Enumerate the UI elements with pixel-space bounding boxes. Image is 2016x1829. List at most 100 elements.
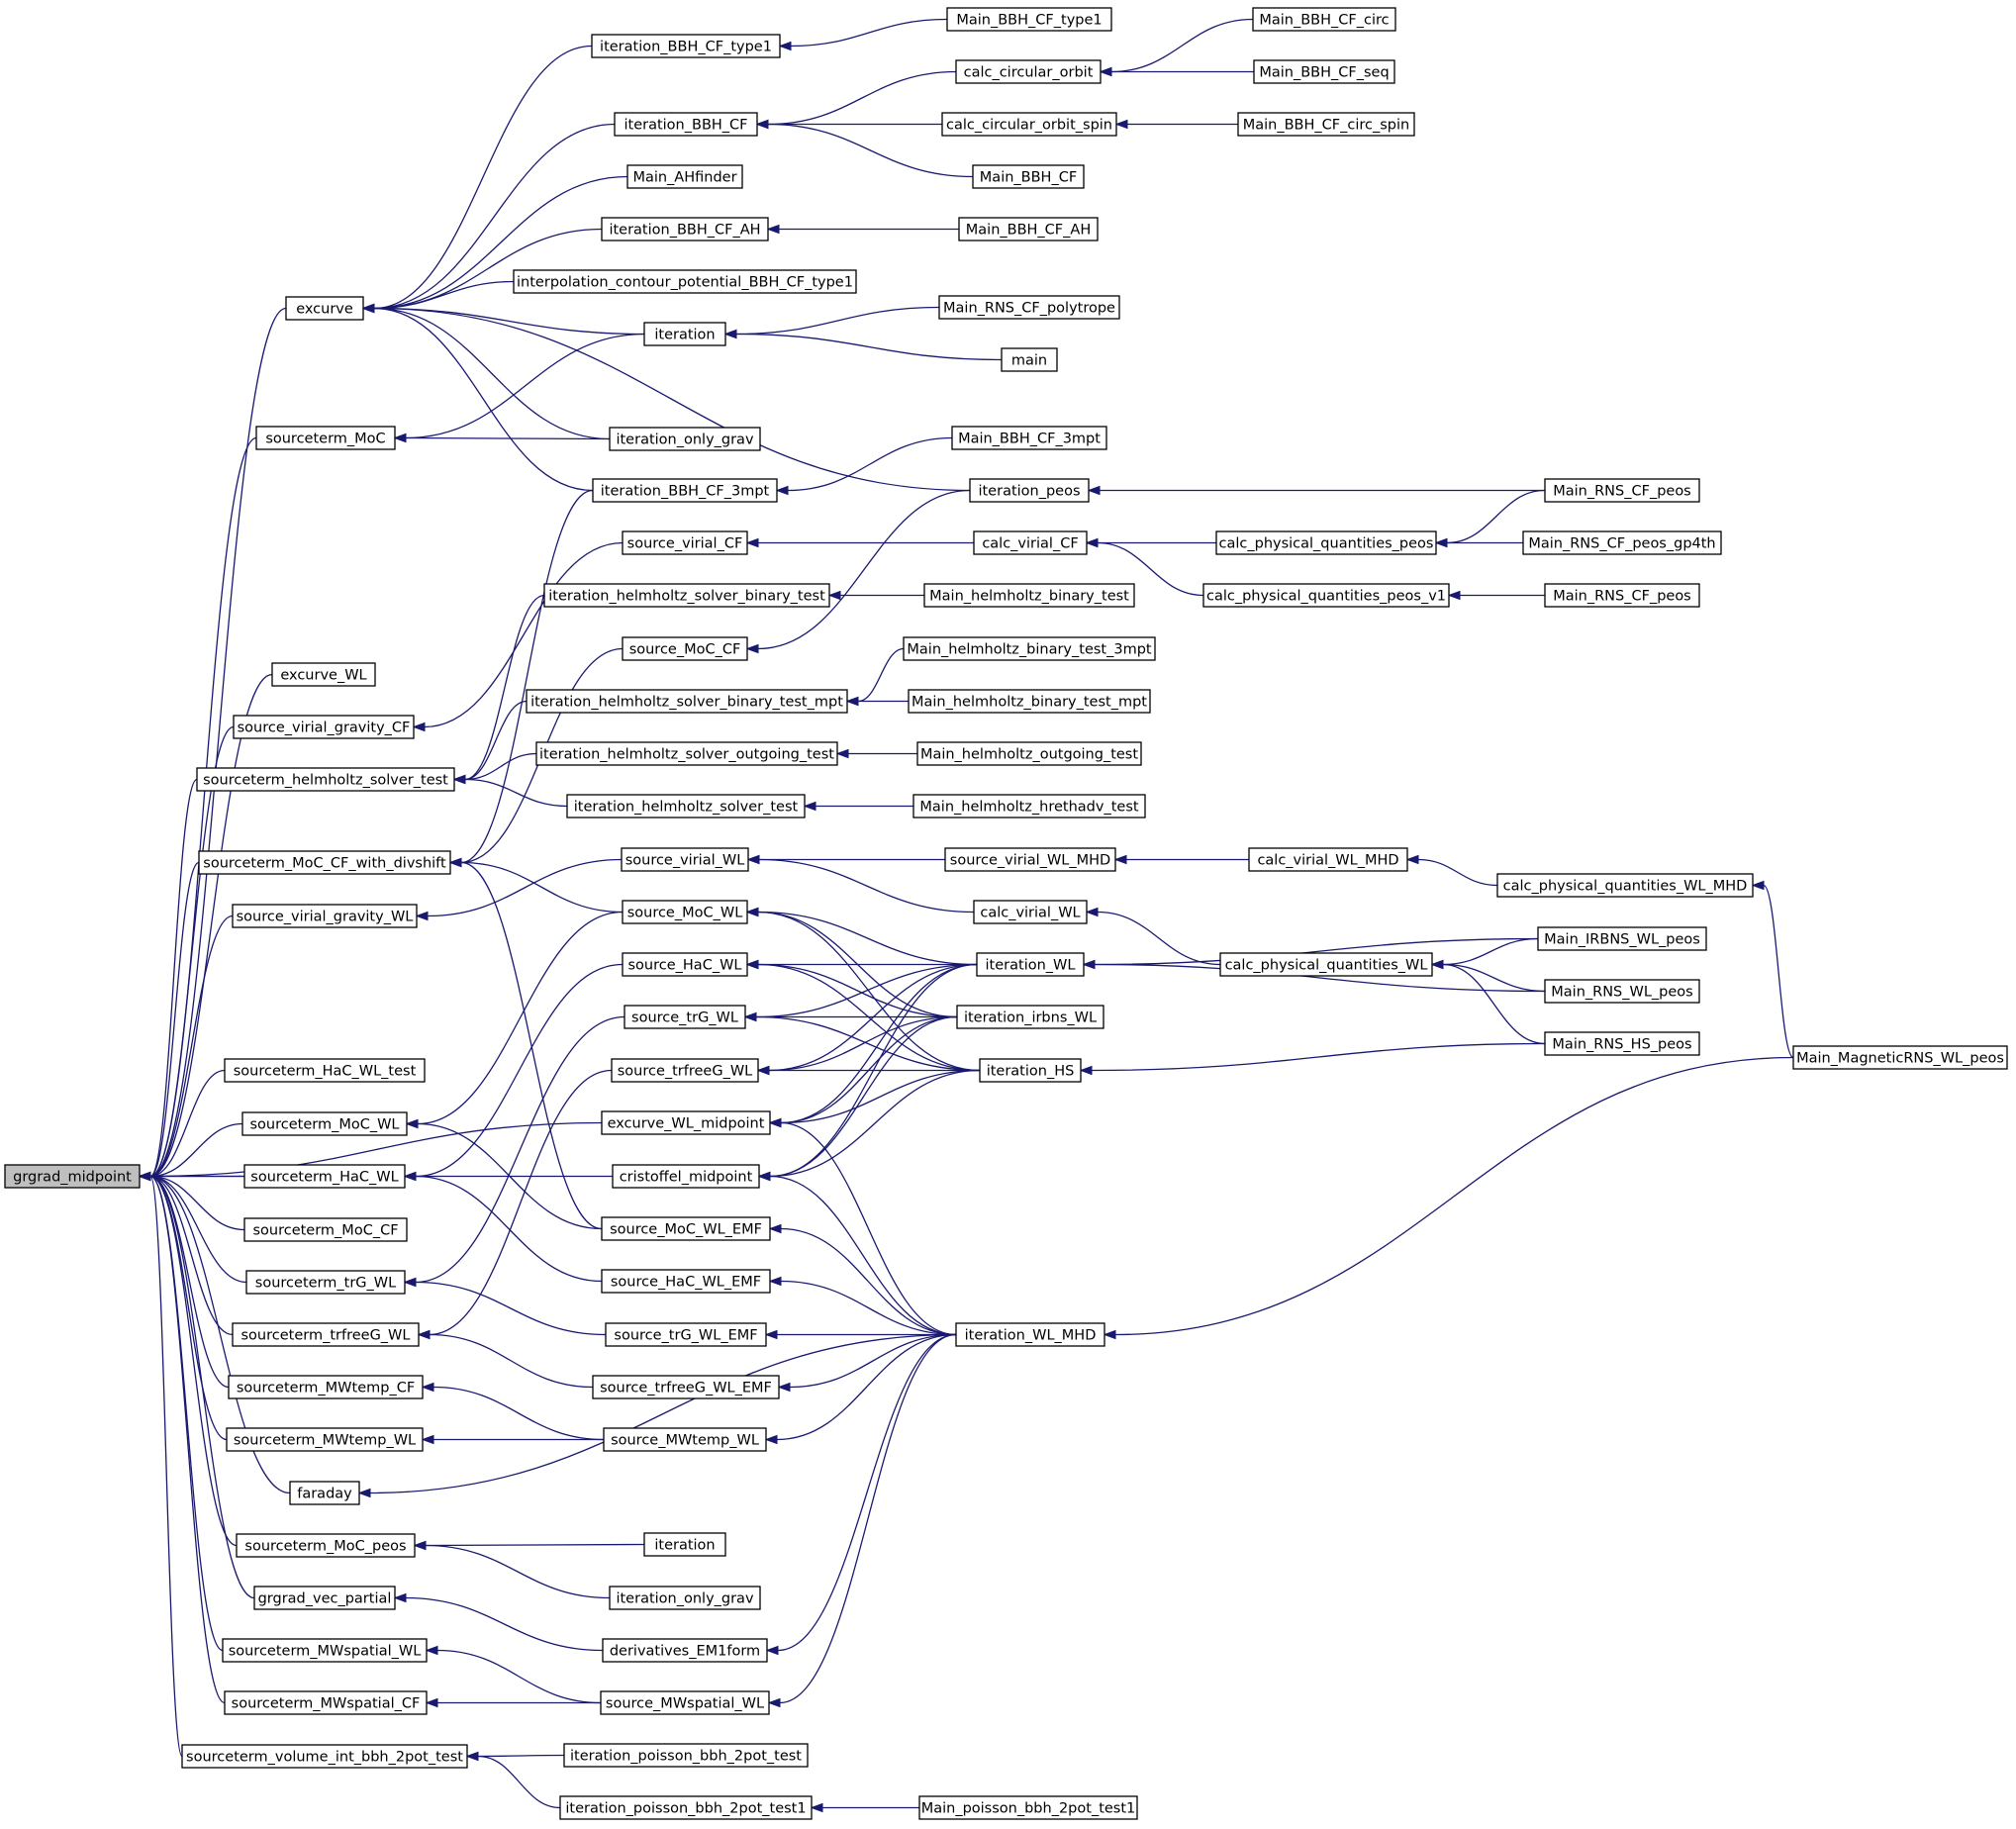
- node-main-rns-cf-polytrope[interactable]: Main_RNS_CF_polytrope: [938, 295, 1120, 320]
- node-box[interactable]: [226, 1427, 424, 1452]
- node-box[interactable]: [1792, 1045, 2008, 1070]
- node-box[interactable]: [1544, 1031, 1700, 1056]
- node-box[interactable]: [908, 689, 1151, 714]
- node-box[interactable]: [1248, 847, 1408, 872]
- node-sourceterm-moc-peos[interactable]: sourceterm_MoC_peos: [236, 1533, 416, 1558]
- node-box[interactable]: [603, 1427, 767, 1452]
- node-box[interactable]: [243, 1164, 406, 1189]
- node-sourceterm-moc-wl[interactable]: sourceterm_MoC_WL: [241, 1111, 408, 1136]
- node-main-bbh-cf-seq[interactable]: Main_BBH_CF_seq: [1253, 59, 1395, 84]
- node-box[interactable]: [973, 900, 1088, 924]
- node-box[interactable]: [243, 1217, 408, 1242]
- node-box[interactable]: [923, 583, 1135, 608]
- node-box[interactable]: [605, 1322, 767, 1347]
- node-calc-physical-quantities-wl-mhd[interactable]: calc_physical_quantities_WL_MHD: [1496, 873, 1754, 898]
- node-calc-virial-cf[interactable]: calc_virial_CF: [973, 530, 1088, 555]
- node-box[interactable]: [609, 1586, 761, 1610]
- node-iteration-only-grav[interactable]: iteration_only_grav: [609, 427, 761, 451]
- node-calc-physical-quantities-peos-v1[interactable]: calc_physical_quantities_peos_v1: [1202, 583, 1450, 608]
- node-box[interactable]: [566, 794, 806, 818]
- node-iteration[interactable]: iteration: [643, 322, 726, 346]
- node-box[interactable]: [601, 217, 769, 241]
- node-box[interactable]: [622, 952, 748, 977]
- node-box[interactable]: [916, 741, 1142, 766]
- node-box[interactable]: [1219, 952, 1433, 977]
- node-box[interactable]: [973, 530, 1088, 555]
- node-source-trg-wl-emf[interactable]: source_trG_WL_EMF: [605, 1322, 767, 1347]
- node-box[interactable]: [535, 741, 838, 766]
- node-source-virial-cf[interactable]: source_virial_CF: [622, 530, 748, 555]
- node-iteration-helmholtz-solver-binary-test[interactable]: iteration_helmholtz_solver_binary_test: [543, 583, 830, 608]
- node-box[interactable]: [621, 847, 749, 872]
- node-box[interactable]: [198, 850, 451, 875]
- node-box[interactable]: [979, 1058, 1082, 1083]
- node-box[interactable]: [912, 794, 1146, 818]
- node-main-bbh-cf[interactable]: Main_BBH_CF: [972, 164, 1085, 189]
- node-main-irbns-wl-peos[interactable]: Main_IRBNS_WL_peos: [1537, 926, 1707, 951]
- node-box[interactable]: [976, 952, 1085, 977]
- node-box[interactable]: [612, 1164, 760, 1189]
- node-sourceterm-trfreeg-wl[interactable]: sourceterm_trfreeG_WL: [232, 1322, 420, 1347]
- node-box[interactable]: [622, 900, 748, 924]
- node-box[interactable]: [513, 269, 857, 294]
- node-box[interactable]: [228, 1375, 424, 1399]
- node-box[interactable]: [196, 767, 455, 792]
- node-box[interactable]: [289, 1481, 360, 1505]
- node-box[interactable]: [233, 715, 415, 739]
- node-box[interactable]: [232, 904, 418, 928]
- node-box[interactable]: [903, 636, 1156, 661]
- node-main-rns-cf-peos-gp4th[interactable]: Main_RNS_CF_peos_gp4th: [1522, 530, 1722, 555]
- node-iteration-wl-mhd[interactable]: iteration_WL_MHD: [955, 1322, 1105, 1347]
- node-box[interactable]: [592, 1375, 780, 1399]
- node-main-ahfinder[interactable]: Main_AHfinder: [626, 164, 743, 189]
- node-box[interactable]: [955, 1322, 1105, 1347]
- node-main-bbh-cf-circ[interactable]: Main_BBH_CF_circ: [1252, 7, 1396, 32]
- node-box[interactable]: [285, 296, 364, 321]
- node-main-helmholtz-outgoing-test[interactable]: Main_helmholtz_outgoing_test: [916, 741, 1142, 766]
- node-iteration-bbh-cf-ah[interactable]: iteration_BBH_CF_AH: [601, 217, 769, 241]
- node-source-hac-wl[interactable]: source_HaC_WL: [622, 952, 748, 977]
- node-iteration-helmholtz-solver-test[interactable]: iteration_helmholtz_solver_test: [566, 794, 806, 818]
- node-box[interactable]: [611, 1058, 759, 1083]
- node-main-rns-cf-peos[interactable]: Main_RNS_CF_peos: [1544, 478, 1700, 503]
- node-box[interactable]: [601, 1269, 771, 1294]
- node-box[interactable]: [1522, 530, 1722, 555]
- node-main[interactable]: main: [1001, 347, 1058, 372]
- node-box[interactable]: [624, 1005, 746, 1029]
- node-main-helmholtz-hrethadv-test[interactable]: Main_helmholtz_hrethadv_test: [912, 794, 1146, 818]
- node-box[interactable]: [181, 1744, 468, 1769]
- node-source-moc-wl[interactable]: source_MoC_WL: [622, 900, 748, 924]
- node-box[interactable]: [946, 7, 1112, 32]
- node-source-hac-wl-emf[interactable]: source_HaC_WL_EMF: [601, 1269, 771, 1294]
- node-main-helmholtz-binary-test-3mpt[interactable]: Main_helmholtz_binary_test_3mpt: [903, 636, 1156, 661]
- node-calc-physical-quantities-peos[interactable]: calc_physical_quantities_peos: [1215, 530, 1437, 555]
- node-source-trg-wl[interactable]: source_trG_WL: [624, 1005, 746, 1029]
- node-iteration-helmholtz-solver-outgoing-test[interactable]: iteration_helmholtz_solver_outgoing_test: [535, 741, 838, 766]
- node-box[interactable]: [969, 478, 1090, 503]
- node-derivatives-em1form[interactable]: derivatives_EM1form: [602, 1638, 768, 1663]
- node-interpolation-contour-potential-bbh-cf-type1[interactable]: interpolation_contour_potential_BBH_CF_t…: [513, 269, 857, 294]
- node-faraday[interactable]: faraday: [289, 1481, 360, 1505]
- node-box[interactable]: [955, 59, 1102, 84]
- node-box[interactable]: [255, 426, 396, 450]
- node-source-virial-wl[interactable]: source_virial_WL: [621, 847, 749, 872]
- node-main-rns-wl-peos[interactable]: Main_RNS_WL_peos: [1544, 979, 1700, 1004]
- node-source-mwspatial-wl[interactable]: source_MWspatial_WL: [600, 1690, 770, 1715]
- node-cristoffel-midpoint[interactable]: cristoffel_midpoint: [612, 1164, 760, 1189]
- node-box[interactable]: [601, 1110, 771, 1135]
- node-box[interactable]: [622, 530, 748, 555]
- node-box[interactable]: [1544, 583, 1700, 608]
- node-calc-virial-wl-mhd[interactable]: calc_virial_WL_MHD: [1248, 847, 1408, 872]
- node-box[interactable]: [614, 112, 758, 137]
- node-sourceterm-trg-wl[interactable]: sourceterm_trG_WL: [245, 1270, 406, 1295]
- node-box[interactable]: [1253, 59, 1395, 84]
- node-main-bbh-cf-type1[interactable]: Main_BBH_CF_type1: [946, 7, 1112, 32]
- node-box[interactable]: [232, 1322, 420, 1347]
- node-excurve-wl[interactable]: excurve_WL: [271, 662, 376, 687]
- node-box[interactable]: [224, 1690, 428, 1715]
- node-sourceterm-mwtemp-wl[interactable]: sourceterm_MWtemp_WL: [226, 1427, 424, 1452]
- node-sourceterm-moc-cf-with-divshift[interactable]: sourceterm_MoC_CF_with_divshift: [198, 850, 451, 875]
- node-sourceterm-hac-wl[interactable]: sourceterm_HaC_WL: [243, 1164, 406, 1189]
- node-source-virial-gravity-wl[interactable]: source_virial_gravity_WL: [232, 904, 418, 928]
- node-sourceterm-hac-wl-test[interactable]: sourceterm_HaC_WL_test: [224, 1058, 426, 1083]
